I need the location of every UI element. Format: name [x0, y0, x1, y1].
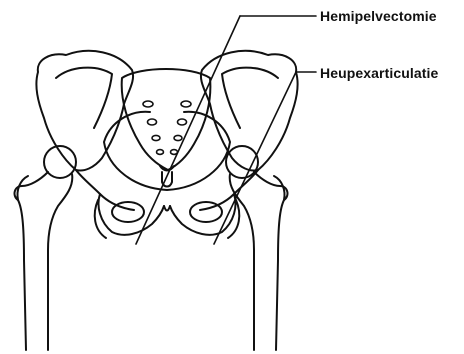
- sacrum: [122, 69, 211, 170]
- left-obturator-foramen: [112, 202, 144, 222]
- pubic-symphysis: [164, 206, 170, 211]
- left-ischium: [95, 200, 106, 238]
- right-obturator-foramen: [190, 202, 222, 222]
- hemipelvectomie-label: Hemipelvectomie: [320, 8, 437, 24]
- right-greater-trochanter: [274, 176, 285, 200]
- pelvic-brim: [104, 112, 230, 190]
- right-iliac-fossa: [222, 68, 278, 128]
- right-ischium: [228, 200, 239, 238]
- sacral-foramina: [143, 101, 191, 154]
- left-greater-trochanter: [17, 176, 28, 200]
- right-femur: [230, 172, 288, 350]
- left-iliac-fossa: [56, 68, 112, 128]
- left-femur: [15, 172, 73, 350]
- heupexarticulatie-label: Heupexarticulatie: [320, 65, 438, 81]
- left-ilium: [36, 51, 133, 171]
